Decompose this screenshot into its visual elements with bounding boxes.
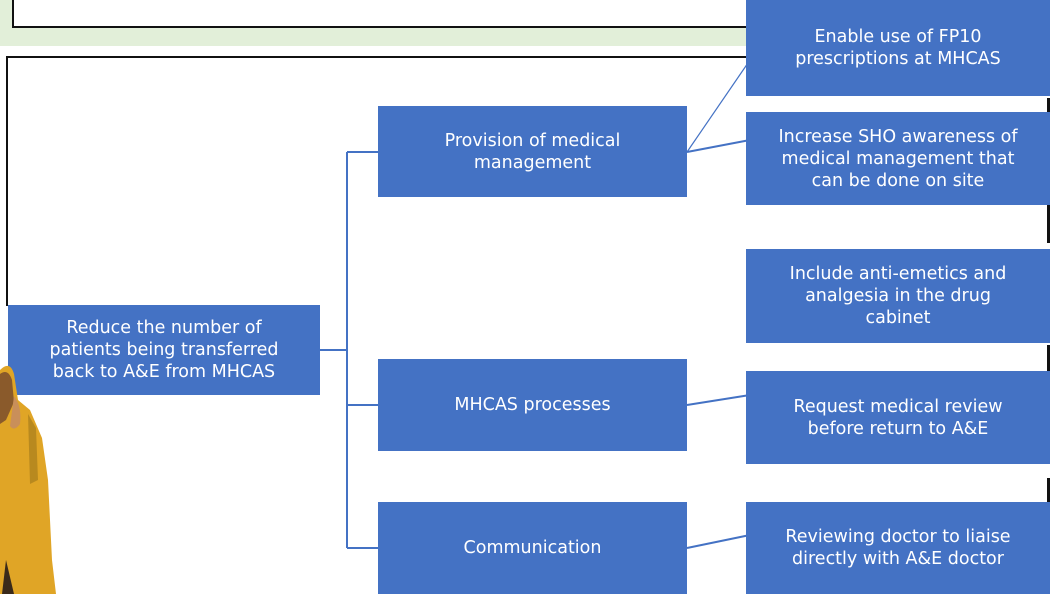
node-label: Request medical review before return to …	[793, 396, 1003, 439]
node-label: MHCAS processes	[454, 395, 611, 415]
node-liaise-doctor: Reviewing doctor to liaise directly with…	[746, 502, 1050, 594]
node-label: Communication	[463, 538, 602, 558]
frame-edge-mark	[1047, 345, 1050, 371]
frame-edge-mark	[1047, 98, 1050, 112]
node-medical-management: Provision of medical management	[378, 106, 687, 197]
presenter-figure	[0, 365, 56, 594]
node-drug-cabinet: Include anti-emetics and analgesia in th…	[746, 249, 1050, 343]
link-sho-awareness	[686, 139, 751, 153]
root-node-label: Reduce the number of patients being tran…	[49, 318, 279, 382]
frame-top-line	[6, 56, 756, 58]
root-node: Reduce the number of patients being tran…	[8, 305, 320, 395]
node-label: Increase SHO awareness of medical manage…	[778, 126, 1018, 191]
link-liaise	[686, 534, 751, 549]
node-mhcas-processes: MHCAS processes	[378, 359, 687, 451]
node-sho-awareness: Increase SHO awareness of medical manage…	[746, 112, 1050, 205]
link-medical-review	[686, 394, 751, 406]
node-medical-review: Request medical review before return to …	[746, 371, 1050, 464]
frame-left-line	[6, 56, 8, 306]
node-label: Reviewing doctor to liaise directly with…	[785, 527, 1011, 569]
link-fp10	[686, 59, 751, 153]
frame-edge-mark	[1047, 478, 1050, 502]
node-fp10-prescriptions: Enable use of FP10 prescriptions at MHCA…	[746, 0, 1050, 96]
node-label: Provision of medical management	[444, 130, 621, 173]
node-label: Include anti-emetics and analgesia in th…	[789, 264, 1007, 328]
node-communication: Communication	[378, 502, 687, 594]
header-frame	[12, 0, 762, 28]
node-label: Enable use of FP10 prescriptions at MHCA…	[795, 27, 1001, 69]
frame-edge-mark	[1047, 205, 1050, 243]
